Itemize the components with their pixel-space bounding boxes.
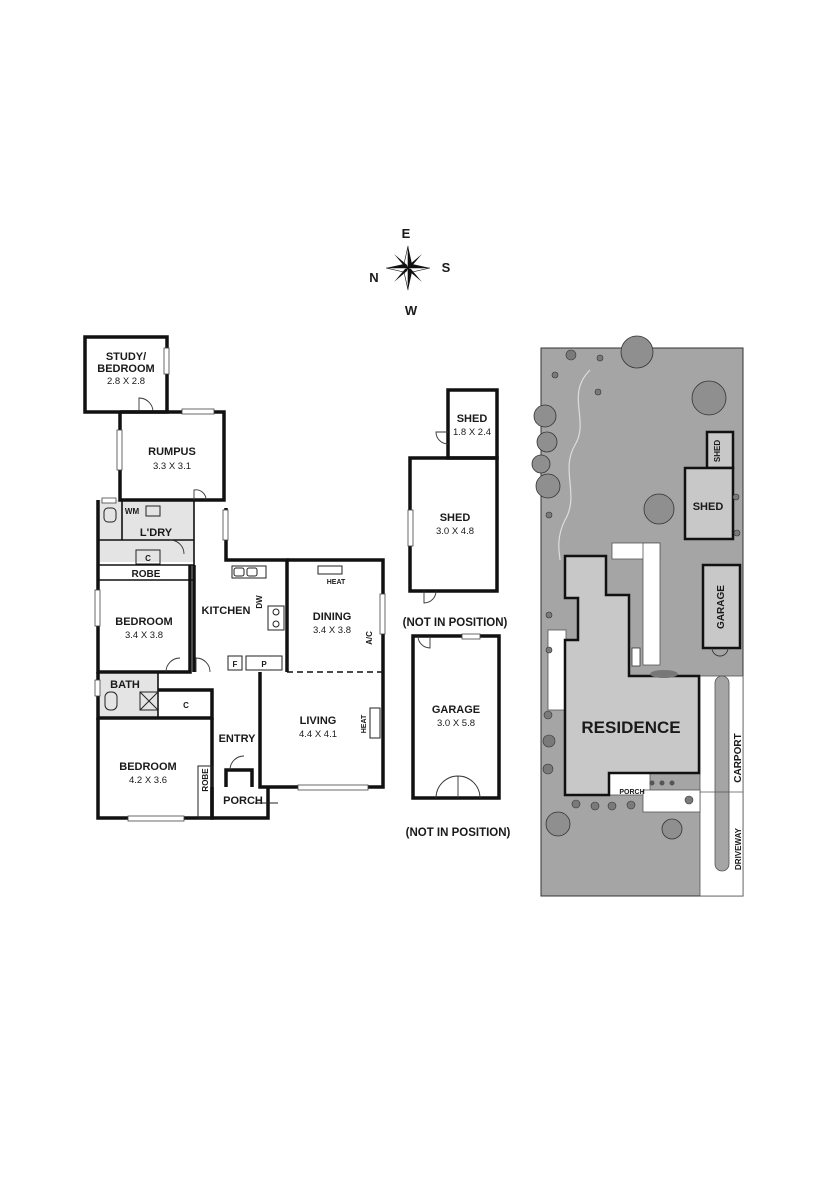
- bedroom2-size: 4.2 X 3.6: [129, 775, 167, 786]
- laundry-wm: WM: [125, 507, 140, 516]
- laundry-label: L'DRY: [140, 527, 173, 539]
- garage-note: (NOT IN POSITION): [406, 827, 511, 839]
- bath-cupboard: C: [183, 701, 189, 710]
- garage-size: 3.0 X 5.8: [437, 718, 475, 729]
- rumpus-size: 3.3 X 3.1: [153, 461, 191, 472]
- living-size: 4.4 X 4.1: [299, 729, 337, 740]
- laundry-cupboard: C: [145, 554, 151, 563]
- study-label-1: STUDY/: [106, 351, 146, 363]
- bedroom2-robe: ROBE: [201, 768, 210, 792]
- living-label: LIVING: [300, 715, 337, 727]
- kitchen-label: KITCHEN: [202, 605, 251, 617]
- site-small-shed-label: SHED: [713, 440, 722, 462]
- kitchen-dw: DW: [255, 595, 264, 609]
- garage-label: GARAGE: [432, 704, 480, 716]
- bedroom1-size: 3.4 X 3.8: [125, 630, 163, 641]
- garage-walls: [411, 634, 501, 800]
- small-shed-size: 1.8 X 2.4: [453, 427, 491, 438]
- large-shed-label: SHED: [440, 512, 471, 524]
- rumpus-label: RUMPUS: [148, 446, 196, 458]
- compass-w: W: [405, 303, 418, 318]
- large-shed-note: (NOT IN POSITION): [403, 617, 508, 629]
- large-shed-walls: [408, 456, 499, 593]
- site-plan: SHED SHED GARAGE RESIDENCE CARPORT PORCH…: [531, 335, 744, 897]
- site-residence-label: RESIDENCE: [581, 718, 680, 737]
- large-shed-size: 3.0 X 4.8: [436, 526, 474, 537]
- site-large-shed-label: SHED: [693, 501, 724, 513]
- bedroom2-label: BEDROOM: [119, 761, 176, 773]
- kitchen-pantry: P: [261, 660, 267, 669]
- bath-wet-area: [98, 674, 158, 718]
- entry-label: ENTRY: [219, 733, 257, 745]
- site-residence: [563, 554, 701, 797]
- porch-label: PORCH: [223, 795, 263, 807]
- study-label-2: BEDROOM: [97, 363, 154, 375]
- dining-ac: A/C: [365, 631, 374, 645]
- house-floor-plan: STUDY/ BEDROOM 2.8 X 2.8 RUMPUS 3.3 X 3.…: [83, 335, 386, 822]
- dining-heat: HEAT: [327, 579, 346, 586]
- compass-e: E: [402, 226, 411, 241]
- site-driveway-label: DRIVEWAY: [734, 827, 743, 870]
- dining-label: DINING: [313, 611, 352, 623]
- bedroom1-label: BEDROOM: [115, 616, 172, 628]
- small-shed-label: SHED: [457, 413, 488, 425]
- compass-s: S: [442, 260, 451, 275]
- robe-label-top: ROBE: [132, 569, 161, 580]
- site-garage-label: GARAGE: [716, 585, 727, 629]
- bath-label: BATH: [110, 679, 140, 691]
- living-heat: HEAT: [361, 714, 368, 733]
- study-size: 2.8 X 2.8: [107, 376, 145, 387]
- site-porch-label: PORCH: [619, 789, 644, 796]
- outbuildings: SHED 1.8 X 2.4 SHED 3.0 X 4.8 (NOT IN PO…: [403, 388, 511, 839]
- dining-size: 3.4 X 3.8: [313, 625, 351, 636]
- compass-rose: E N S W: [369, 226, 450, 318]
- compass-n: N: [369, 270, 378, 285]
- kitchen-fridge: F: [233, 660, 238, 669]
- site-carport-label: CARPORT: [733, 733, 744, 782]
